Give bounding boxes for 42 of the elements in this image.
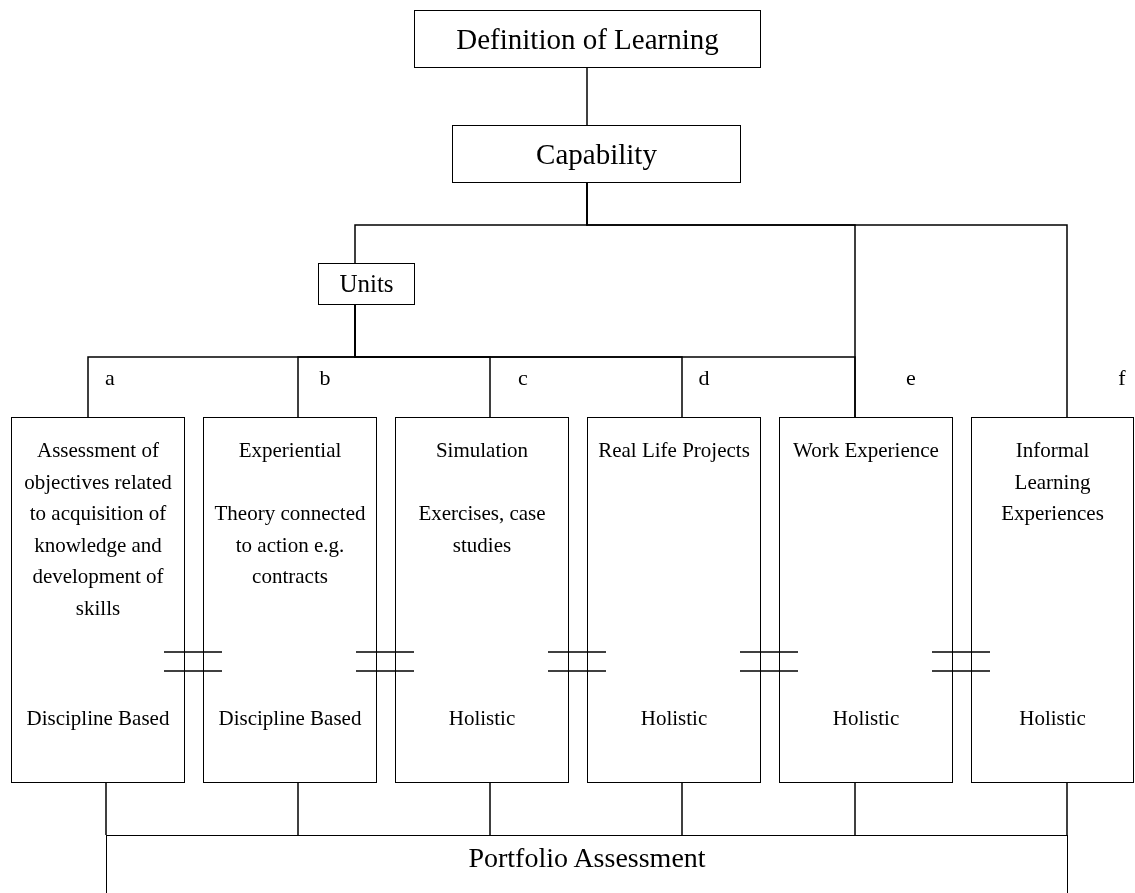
column-letter: a [105, 365, 115, 391]
box-heading: Experiential [237, 437, 343, 464]
category-box [395, 417, 569, 783]
connector-line [489, 782, 491, 836]
box-heading: Work Experience [792, 437, 940, 464]
connector-line [1066, 782, 1068, 836]
column-letter: b [319, 365, 331, 391]
category-box [971, 417, 1134, 783]
connector-line [586, 67, 588, 126]
process-box [318, 263, 415, 305]
connector-line [105, 782, 107, 836]
box-heading: Assessment of objectives related to acquisition of knowledge and development of skills [23, 437, 173, 622]
box-description: Exercises, case studies [417, 500, 547, 559]
box-label: Portfolio Assessment [467, 841, 707, 875]
box-label: Units [339, 269, 394, 299]
connector-line [297, 782, 299, 836]
box-label: Capability [536, 137, 657, 171]
column-letter: c [518, 365, 528, 391]
connector-line [681, 782, 683, 836]
box-type: Holistic [639, 705, 709, 733]
column-letter: e [906, 365, 916, 391]
process-box [414, 10, 761, 68]
box-type: Holistic [831, 705, 901, 733]
box-heading: Simulation [434, 437, 530, 464]
box-heading: Informal Learning Experiences [1000, 437, 1105, 527]
box-type: Holistic [1018, 705, 1087, 733]
box-label: Definition of Learning [456, 22, 719, 56]
box-heading: Real Life Projects [597, 437, 751, 464]
column-letter: d [698, 365, 710, 391]
box-description: Theory connected to action e.g. contracts [213, 500, 367, 590]
category-box [203, 417, 377, 783]
category-box [11, 417, 185, 783]
connector-line [586, 182, 1068, 418]
box-type: Holistic [447, 705, 517, 733]
column-letter: f [1118, 365, 1126, 391]
box-type: Discipline Based [217, 705, 363, 733]
process-box [452, 125, 741, 183]
bracket-box [106, 835, 1068, 893]
box-type: Discipline Based [25, 705, 171, 733]
category-box [779, 417, 953, 783]
connector-line [854, 782, 856, 836]
category-box [587, 417, 761, 783]
